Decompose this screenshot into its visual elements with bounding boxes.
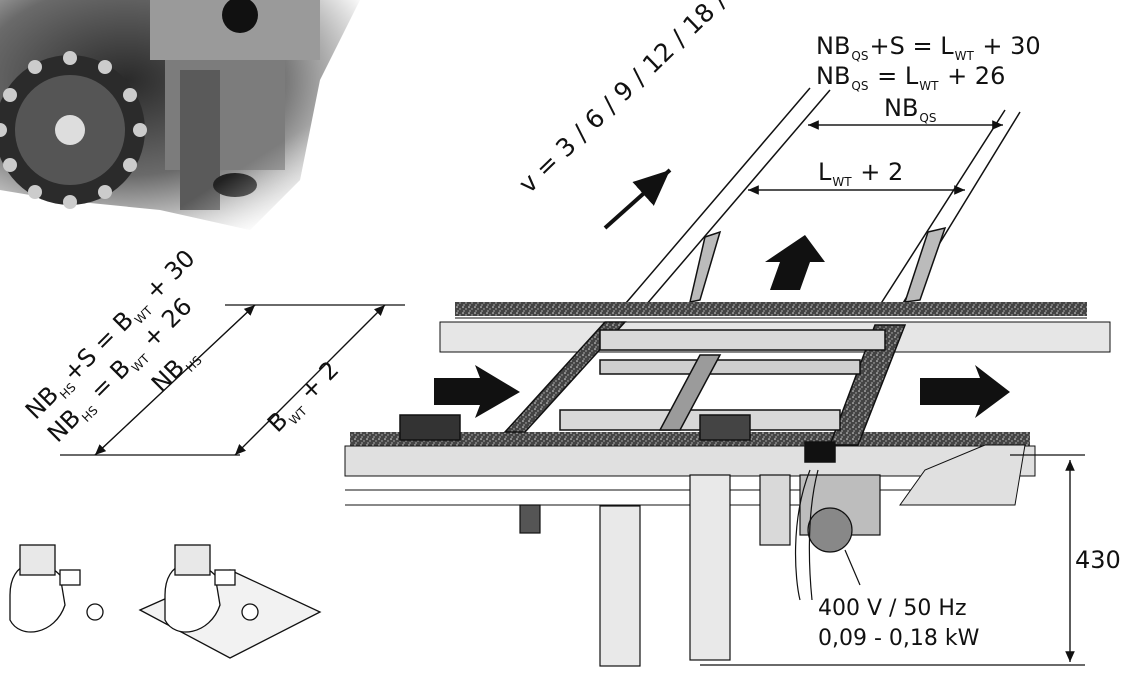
- qs-dimensions: [748, 120, 1003, 195]
- label-lwt-plus-2: LWT + 2: [818, 158, 904, 189]
- crossing-frame: [399, 321, 907, 463]
- height-dimension: [700, 454, 1085, 666]
- height-label: 430: [1075, 546, 1121, 574]
- beam-section: [899, 444, 1026, 506]
- photo-inset: [0, 0, 360, 230]
- motor-power-label: 0,09 - 0,18 kW: [818, 626, 980, 651]
- qs-rails: [619, 87, 1021, 313]
- stand: [519, 474, 791, 667]
- hs-dimensions: [60, 304, 405, 456]
- label-nbqs-width: NBQS: [884, 94, 937, 125]
- motion-arrows: [434, 168, 1010, 418]
- motor-voltage-label: 400 V / 50 Hz: [818, 596, 967, 621]
- formula-nbqs-plus-s: NBQS+S = LWT + 30: [816, 32, 1041, 63]
- formula-nbqs: NBQS = LWT + 26: [816, 62, 1006, 93]
- drive-motor: [794, 469, 881, 601]
- motor-variant-icons: [9, 544, 322, 659]
